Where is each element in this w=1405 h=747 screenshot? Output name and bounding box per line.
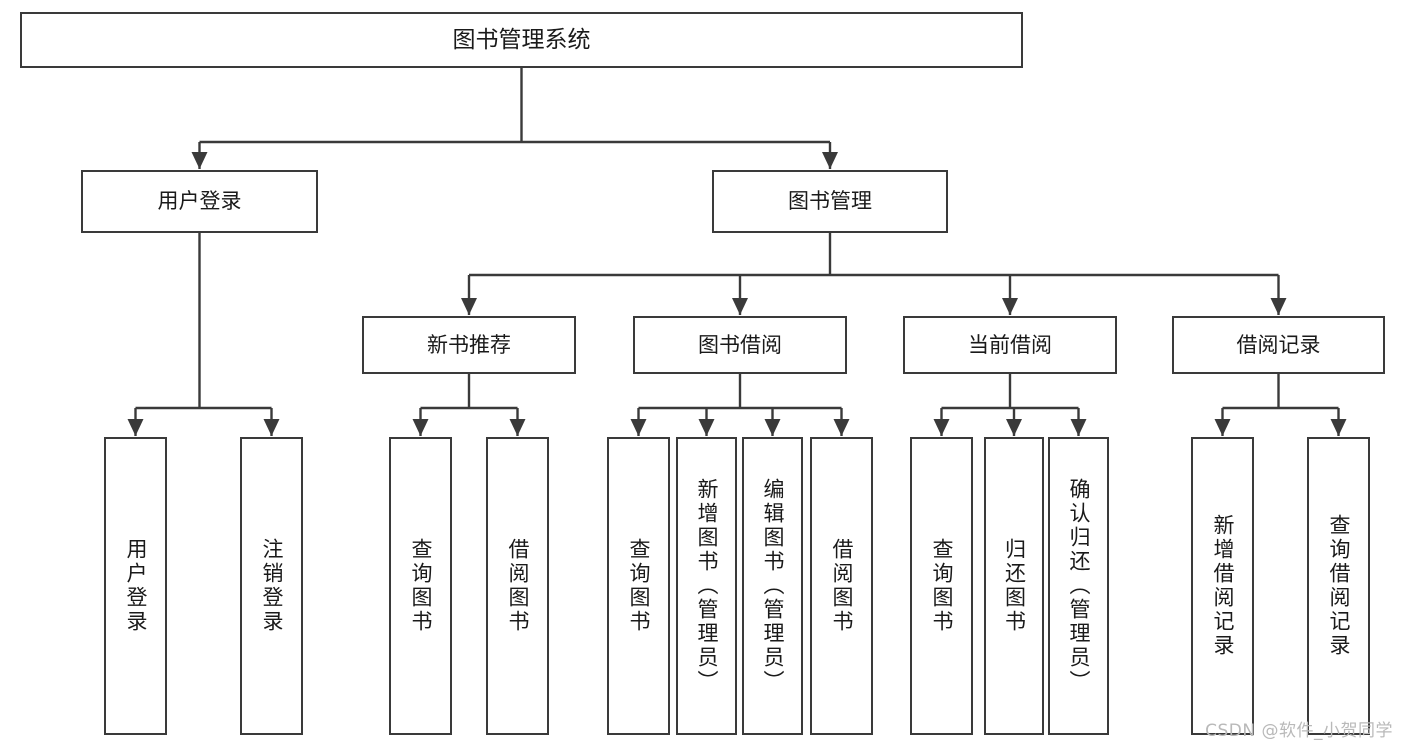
node-root[interactable]: 图书管理系统 [20,12,1023,68]
node-leaf_10[interactable]: 确认归还（管理员） [1048,437,1109,735]
node-l3_2[interactable]: 当前借阅 [903,316,1117,374]
node-leaf_2[interactable]: 查询图书 [389,437,452,735]
node-label: 编辑图书（管理员） [761,478,785,694]
arrow-head-icon [698,419,715,436]
arrow-head-icon [933,419,950,436]
node-leaf_0[interactable]: 用户登录 [104,437,167,735]
node-label: 查询图书 [930,538,954,634]
arrow-head-icon [732,298,748,315]
arrow-head-icon [1006,419,1022,436]
node-label: 新增图书（管理员） [695,478,719,694]
node-label: 归还图书 [1002,538,1027,634]
arrow-head-icon [509,419,526,436]
node-label: 借阅记录 [1236,332,1321,357]
node-label: 图书管理 [788,189,872,214]
node-leaf_8[interactable]: 查询图书 [910,437,973,735]
arrow-head-icon [461,298,477,315]
arrow-head-icon [1214,419,1231,436]
arrow-head-icon [127,419,144,436]
node-l2_0[interactable]: 用户登录 [81,170,318,233]
node-leaf_6[interactable]: 编辑图书（管理员） [742,437,803,735]
arrow-head-icon [833,419,850,436]
node-leaf_1[interactable]: 注销登录 [240,437,303,735]
node-label: 查询图书 [409,538,433,634]
node-label: 用户登录 [157,189,242,214]
node-label: 新增借阅记录 [1211,514,1235,658]
arrow-head-icon [412,419,429,436]
node-label: 查询图书 [627,538,651,634]
arrow-head-icon [1330,419,1347,436]
node-l3_0[interactable]: 新书推荐 [362,316,576,374]
node-label: 图书管理系统 [452,26,591,53]
watermark-text: CSDN @软件_小贺同学 [1205,721,1393,741]
node-label: 用户登录 [124,538,148,634]
node-leaf_7[interactable]: 借阅图书 [810,437,873,735]
node-label: 确认归还（管理员） [1067,478,1091,694]
node-l3_1[interactable]: 图书借阅 [633,316,847,374]
arrow-head-icon [263,419,280,436]
node-label: 查询借阅记录 [1327,514,1351,658]
node-label: 借阅图书 [830,538,854,634]
arrow-head-icon [764,419,781,436]
node-label: 当前借阅 [968,332,1052,357]
arrow-head-icon [1002,298,1018,315]
node-label: 注销登录 [260,538,284,634]
node-label: 新书推荐 [427,332,511,357]
node-leaf_4[interactable]: 查询图书 [607,437,670,735]
node-leaf_9[interactable]: 归还图书 [984,437,1044,735]
node-leaf_11[interactable]: 新增借阅记录 [1191,437,1254,735]
node-label: 图书借阅 [698,332,782,357]
node-leaf_3[interactable]: 借阅图书 [486,437,549,735]
node-l3_3[interactable]: 借阅记录 [1172,316,1385,374]
node-label: 借阅图书 [506,538,530,634]
arrow-head-icon [822,152,838,169]
node-leaf_12[interactable]: 查询借阅记录 [1307,437,1370,735]
arrow-head-icon [1070,419,1087,436]
arrow-head-icon [1270,298,1287,315]
arrow-head-icon [630,419,647,436]
node-l2_1[interactable]: 图书管理 [712,170,948,233]
arrow-head-icon [191,152,208,169]
node-leaf_5[interactable]: 新增图书（管理员） [676,437,737,735]
